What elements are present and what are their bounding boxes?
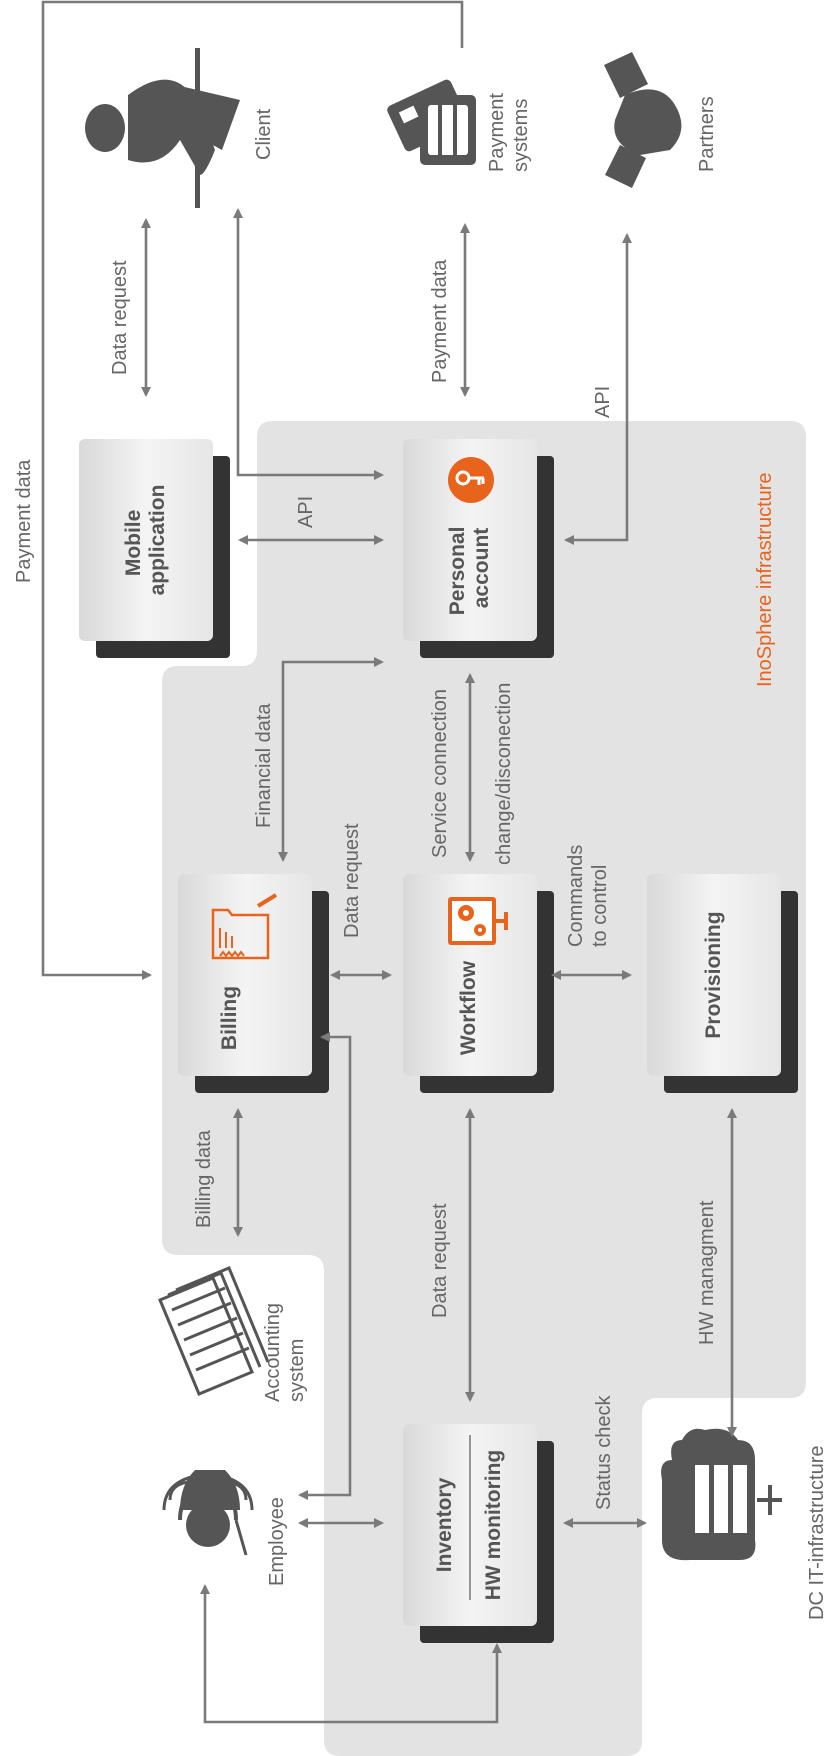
mobile-application-label-2: application (146, 485, 169, 596)
service-connection-label-2: change/disconection (493, 683, 515, 865)
status-check-label: Status check (593, 1394, 615, 1510)
employee-billing-arrow (298, 1032, 352, 1500)
dc-infrastructure-label: DC IT-infrastructure (806, 1446, 827, 1620)
personal-account-box[interactable]: Personal account (403, 439, 554, 658)
service-connection-label-1: Service connection (429, 689, 451, 858)
financial-data-arrow (278, 657, 384, 862)
employee-label: Employee (266, 1497, 288, 1586)
partners-label: Partners (696, 96, 718, 172)
billing-folder-icon (211, 893, 278, 960)
accounting-system-label-1: Accounting (262, 1303, 284, 1402)
provisioning-box[interactable]: Provisioning (647, 874, 798, 1093)
payment-data-mid-label: Payment data (429, 259, 451, 383)
billing-label: Billing (218, 986, 241, 1050)
accounting-system-label: Accounting system (262, 1297, 308, 1402)
key-icon (448, 457, 494, 503)
svg-text:Personal account: Personal account (446, 521, 493, 616)
payment-systems-label-1: Payment (486, 93, 508, 172)
mobile-application-label-1: Mobile (122, 510, 145, 577)
billing-data-label: Billing data (193, 1129, 215, 1228)
payment-data-left-label: Payment data (13, 459, 35, 583)
api-partners-label: API (592, 386, 614, 418)
data-request-billing-label: Data request (341, 823, 363, 938)
accounting-documents-icon (158, 1266, 270, 1396)
mobile-application-box[interactable]: Mobile application (79, 439, 230, 658)
provisioning-label: Provisioning (702, 911, 725, 1038)
api-mobile-label: API (295, 496, 317, 528)
client-personal-arrow (233, 208, 384, 480)
commands-label-2: to control (589, 865, 611, 947)
svg-text:Mobile application: Mobile application (122, 485, 169, 596)
hw-management-label: HW managment (696, 1200, 718, 1345)
client-person-icon (85, 48, 240, 208)
personal-account-label-1: Personal (446, 527, 469, 616)
accounting-system-label-2: system (286, 1339, 308, 1402)
personal-account-label-2: account (470, 528, 493, 609)
dc-server-cloud-icon (661, 1428, 782, 1561)
financial-data-label: Financial data (253, 703, 275, 828)
workflow-label: Workflow (457, 960, 480, 1055)
api-partners-arrow (564, 233, 632, 545)
inventory-box[interactable]: Inventory HW monitoring (403, 1424, 554, 1643)
payment-card-icon (387, 79, 476, 165)
payment-data-loop-arrow (41, 0, 464, 980)
employee-headset-icon (162, 1470, 254, 1556)
infrastructure-label: InoSphere infrastructure (754, 472, 776, 687)
workflow-box[interactable]: Workflow (403, 874, 554, 1093)
inventory-label: Inventory (433, 1477, 456, 1572)
employee-inventory-loop-arrow (200, 1584, 502, 1724)
client-label: Client (253, 108, 275, 160)
data-request-inventory-label: Data request (429, 1203, 451, 1318)
data-request-client-label: Data request (109, 260, 131, 375)
monitor-gears-icon (448, 897, 508, 945)
handshake-icon (604, 52, 682, 188)
payment-systems-label-2: systems (510, 99, 532, 172)
payment-systems-label: Payment systems (486, 88, 532, 173)
billing-box[interactable]: Billing (178, 874, 329, 1093)
hw-monitoring-label: HW monitoring (482, 1450, 505, 1600)
commands-label-1: Commands (565, 845, 587, 947)
